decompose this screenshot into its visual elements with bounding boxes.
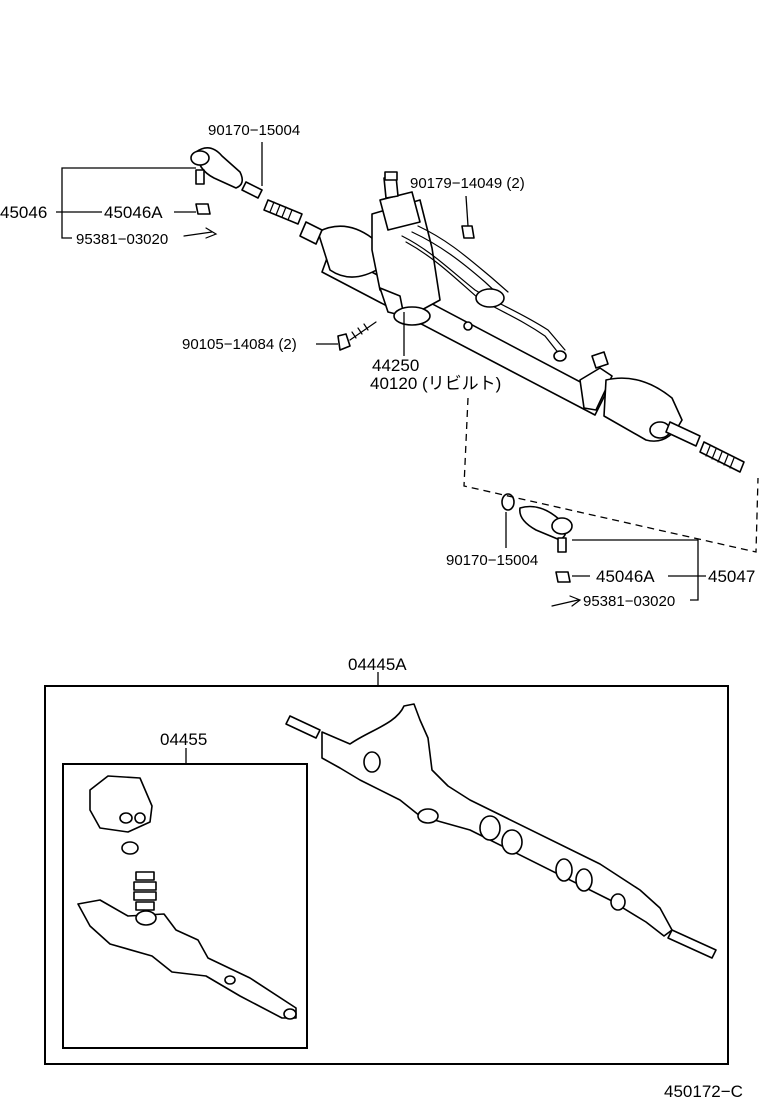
valve-port-1	[119, 812, 133, 824]
fluid-line-d	[417, 225, 509, 293]
leader-90179	[465, 195, 469, 227]
yoke-plug	[135, 910, 157, 926]
lock-nut-upper	[241, 181, 263, 199]
bolt-90105	[337, 321, 377, 351]
kit-box-04445A	[44, 685, 729, 1065]
label-90105: 90105−14084 (2)	[182, 336, 297, 353]
kit-seal-1	[479, 815, 501, 841]
kit-hole-a	[224, 975, 236, 985]
right-shaft	[665, 421, 701, 447]
label-04445A: 04445A	[348, 655, 407, 674]
left-shaft-end	[299, 221, 323, 245]
leader-45046-top	[61, 167, 196, 212]
right-tie-rod	[699, 441, 745, 473]
ball-joint-right	[551, 517, 573, 535]
leader-lines	[56, 142, 706, 764]
label-90170-top: 90170−15004	[208, 122, 300, 139]
nut-90179	[461, 225, 475, 239]
kit-box-04455	[62, 763, 308, 1049]
label-90179: 90179−14049 (2)	[410, 175, 525, 192]
tie-rod-threads	[705, 445, 735, 469]
seal-ring	[121, 841, 139, 855]
label-40120: 40120 (リビルト)	[370, 374, 501, 393]
ball-joint	[190, 150, 210, 166]
valve-body	[89, 775, 153, 833]
kit-shaft-right	[667, 929, 717, 959]
dashed-assembly-outline	[463, 397, 759, 553]
tie-rod-end-left	[183, 147, 263, 239]
label-90170-bottom: 90170−15004	[446, 552, 538, 569]
label-45047: 45047	[708, 567, 755, 586]
kit-hole-1	[363, 751, 381, 773]
ball-stud-right	[557, 537, 567, 553]
tie-rod-end-right	[501, 493, 582, 607]
control-valve	[379, 191, 421, 231]
label-diagram-id: 450172−C	[664, 1082, 743, 1101]
leader-45046-bottom	[61, 212, 72, 239]
label-45046A-top: 45046A	[104, 203, 163, 222]
right-cylinder-mount	[579, 367, 613, 411]
leader-45047-bracket	[572, 539, 699, 601]
steering-rack-assembly	[263, 171, 745, 473]
castle-nut-lower	[555, 571, 571, 583]
spring-coil-3	[133, 891, 157, 901]
spring-coil-2	[133, 881, 157, 891]
kit-04445A-parts	[285, 703, 717, 959]
left-tie-rod-threads	[269, 201, 293, 221]
mount-bushing	[393, 306, 431, 326]
spring-coil-4	[135, 901, 155, 911]
kit-seal-5	[610, 893, 626, 911]
lock-nut-lower	[501, 493, 515, 511]
castle-nut-upper	[195, 203, 211, 215]
kit-seal-4	[575, 868, 593, 892]
line-fitting	[553, 350, 567, 362]
kit-04455-parts	[77, 775, 297, 1020]
bolt-threads	[351, 323, 369, 339]
bolt-head	[337, 333, 351, 351]
cotter-pin-lower	[551, 595, 582, 607]
fluid-line-a	[401, 235, 566, 351]
left-tie-rod	[263, 199, 303, 225]
bolt-shank	[349, 321, 377, 341]
label-45046: 45046	[0, 203, 47, 222]
kit-hole-2	[417, 808, 439, 824]
kit-seal-2	[501, 829, 523, 855]
mount-point	[463, 321, 473, 331]
label-45046A-bottom: 45046A	[596, 567, 655, 586]
kit-housing-section	[77, 899, 297, 1019]
bleed-fitting	[591, 351, 609, 369]
label-44250: 44250	[372, 356, 419, 375]
ball-stud	[195, 169, 205, 185]
shaft-spline	[384, 171, 398, 181]
label-95381-bottom: 95381−03020	[583, 593, 675, 610]
line-loop	[475, 288, 505, 308]
label-04455: 04455	[160, 730, 207, 749]
label-95381-top: 95381−03020	[76, 231, 168, 248]
cotter-pin-upper	[183, 227, 218, 239]
kit-shaft-left	[285, 715, 321, 739]
part-labels: 90170−15004 45046 45046A 95381−03020 901…	[0, 122, 755, 1101]
fluid-line-c	[411, 231, 501, 297]
kit-seal-3	[555, 858, 573, 882]
spring-coil-1	[135, 871, 155, 881]
valve-port-2	[134, 812, 146, 824]
kit-hole-b	[283, 1008, 297, 1020]
